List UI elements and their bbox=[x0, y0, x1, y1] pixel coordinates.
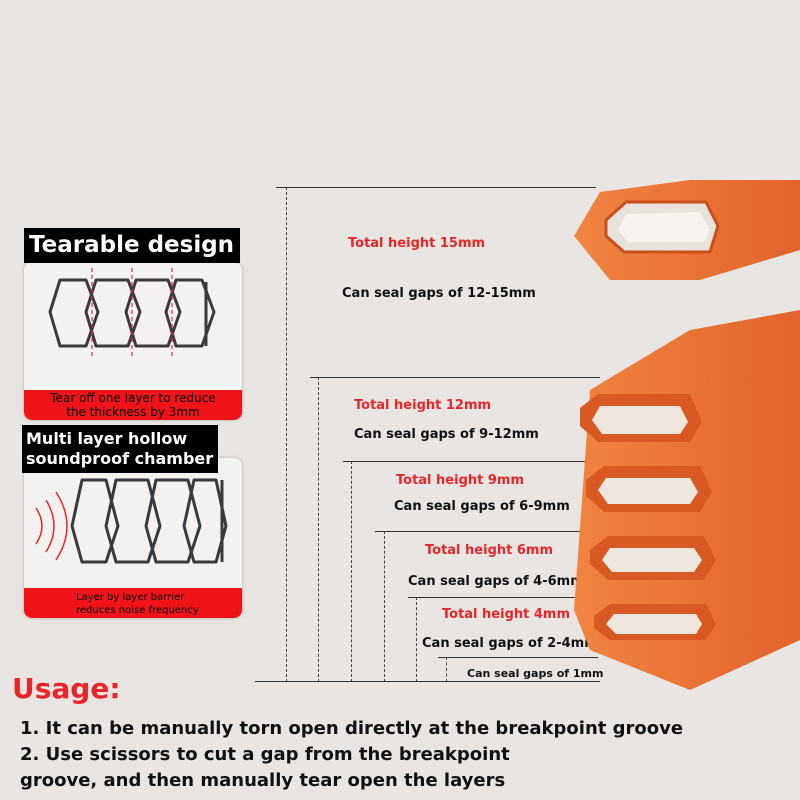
tearable-panel: Tear off one layer to reduce the thickne… bbox=[24, 262, 242, 420]
guide-line-6mm bbox=[375, 531, 597, 532]
spec-height-4mm: Total height 4mm bbox=[442, 607, 571, 622]
spec-height-15mm: Total height 15mm bbox=[348, 236, 486, 251]
guide-dash-15mm bbox=[286, 187, 287, 682]
spec-gap-12mm: Can seal gaps of 9-12mm bbox=[354, 427, 539, 442]
guide-line-9mm bbox=[343, 461, 598, 462]
usage-line1: 1. It can be manually torn open directly… bbox=[20, 718, 684, 739]
tearable-caption-line2: the thickness by 3mm bbox=[66, 405, 200, 419]
guide-dash-12mm bbox=[318, 377, 319, 682]
spec-gap-4mm: Can seal gaps of 2-4mm bbox=[422, 636, 598, 651]
guide-dash-9mm bbox=[351, 461, 352, 682]
spec-height-9mm: Total height 9mm bbox=[396, 473, 525, 488]
guide-line-15mm bbox=[276, 187, 596, 188]
strip-stack bbox=[574, 310, 800, 690]
guide-baseline bbox=[255, 681, 600, 682]
spec-gap-9mm: Can seal gaps of 6-9mm bbox=[394, 499, 570, 514]
usage-line3: groove, and then manually tear open the … bbox=[20, 770, 506, 791]
strip-15mm bbox=[574, 180, 800, 280]
guide-dash-1mm bbox=[446, 657, 447, 682]
chamber-title-line1: Multi layer hollow bbox=[26, 429, 188, 448]
chamber-caption-bar: Layer by layer barrier reduces noise fre… bbox=[24, 588, 242, 618]
tearable-caption-line1: Tear off one layer to reduce bbox=[50, 391, 216, 405]
guide-dash-4mm bbox=[416, 597, 417, 682]
spec-gap-1mm: Can seal gaps of 1mm bbox=[467, 667, 604, 680]
guide-line-12mm bbox=[310, 377, 600, 378]
chamber-title-line2: soundproof chamber bbox=[26, 449, 214, 468]
guide-dash-6mm bbox=[384, 531, 385, 682]
guide-line-4mm bbox=[408, 597, 598, 598]
chamber-caption-line2: reduces noise frequency bbox=[76, 605, 199, 616]
chamber-panel: Layer by layer barrier reduces noise fre… bbox=[24, 458, 242, 618]
chamber-caption-line1: Layer by layer barrier bbox=[76, 592, 185, 603]
spec-height-12mm: Total height 12mm bbox=[354, 398, 492, 413]
usage-line2: 2. Use scissors to cut a gap from the br… bbox=[20, 744, 510, 765]
spec-gap-6mm: Can seal gaps of 4-6mm bbox=[408, 574, 584, 589]
chamber-title: Multi layer hollow soundproof chamber bbox=[22, 425, 219, 473]
spec-gap-15mm: Can seal gaps of 12-15mm bbox=[342, 286, 536, 301]
usage-title: Usage: bbox=[12, 672, 121, 705]
spec-height-6mm: Total height 6mm bbox=[425, 543, 554, 558]
tearable-title: Tearable design bbox=[24, 228, 241, 263]
chamber-illustration bbox=[35, 478, 228, 564]
tearable-layers-illustration bbox=[48, 268, 216, 358]
tearable-caption-bar: Tear off one layer to reduce the thickne… bbox=[24, 390, 242, 420]
seal-strip-illustration bbox=[574, 180, 800, 690]
guide-line-1mm bbox=[438, 657, 598, 658]
